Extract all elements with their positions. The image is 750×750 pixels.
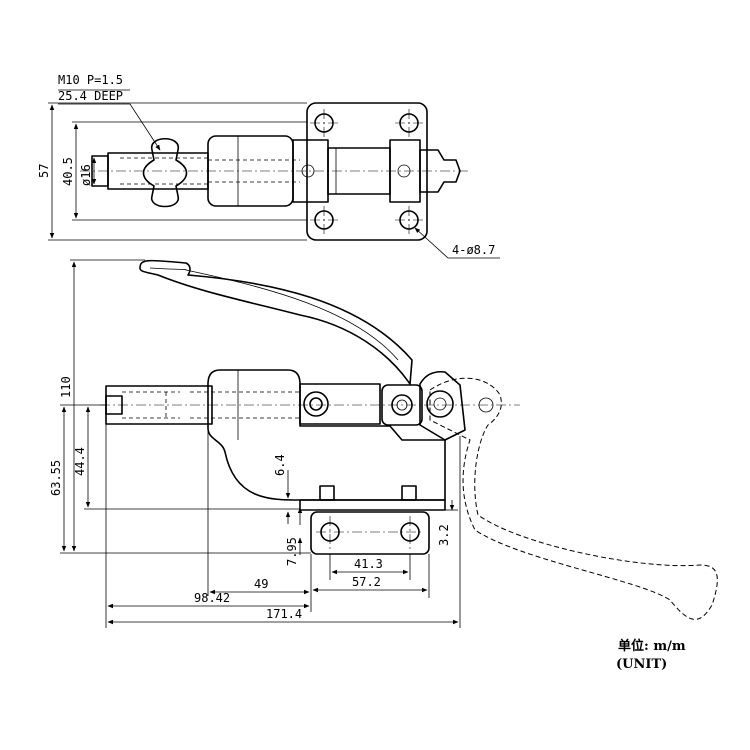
- dim-6-4: 6.4: [273, 454, 287, 476]
- top-base-plate: [306, 102, 428, 241]
- dim-44-4: 44.4: [73, 447, 87, 476]
- dim-57-2: 57.2: [352, 575, 381, 589]
- side-base-plate: [299, 499, 446, 511]
- dim-57: 57: [37, 164, 51, 178]
- handle-grip: [139, 259, 413, 385]
- dim-40-5: 40.5: [61, 157, 75, 186]
- thread-callout: M10 P=1.5: [58, 73, 123, 87]
- dim-171-4: 171.4: [266, 607, 302, 621]
- top-handle-end: [419, 149, 461, 193]
- side-link: [299, 383, 381, 425]
- dim-63-55: 63.55: [49, 460, 63, 496]
- unit-label-cn: 单位: m/m: [618, 638, 686, 654]
- keyhole-slot: [142, 138, 188, 208]
- side-view: 110 63.55 44.4 6.4 7.95 3.2 41.3 57.2 49…: [49, 259, 718, 628]
- unit-label-en: (UNIT): [616, 657, 667, 672]
- side-pivot-block: [381, 384, 423, 426]
- dim-49: 49: [254, 577, 268, 591]
- pivot-3: [426, 390, 454, 418]
- dim-dia-16: ø16: [79, 164, 93, 186]
- top-view: M10 P=1.5 25.4 DEEP 4-ø8.7 57 40.5 ø16: [37, 73, 500, 259]
- side-body-upright: [419, 370, 466, 441]
- dim-3-2: 3.2: [437, 524, 451, 546]
- bottom-plate: [310, 511, 430, 555]
- holes-callout: 4-ø8.7: [452, 243, 495, 257]
- side-housing: [207, 369, 446, 501]
- dim-7-95: 7.95: [285, 537, 299, 566]
- pivot-1: [303, 391, 329, 417]
- dim-41-3: 41.3: [354, 557, 383, 571]
- handle-open-phantom: [429, 377, 718, 620]
- depth-callout: 25.4 DEEP: [58, 89, 123, 103]
- dim-110: 110: [59, 376, 73, 398]
- dim-98-42: 98.42: [194, 591, 230, 605]
